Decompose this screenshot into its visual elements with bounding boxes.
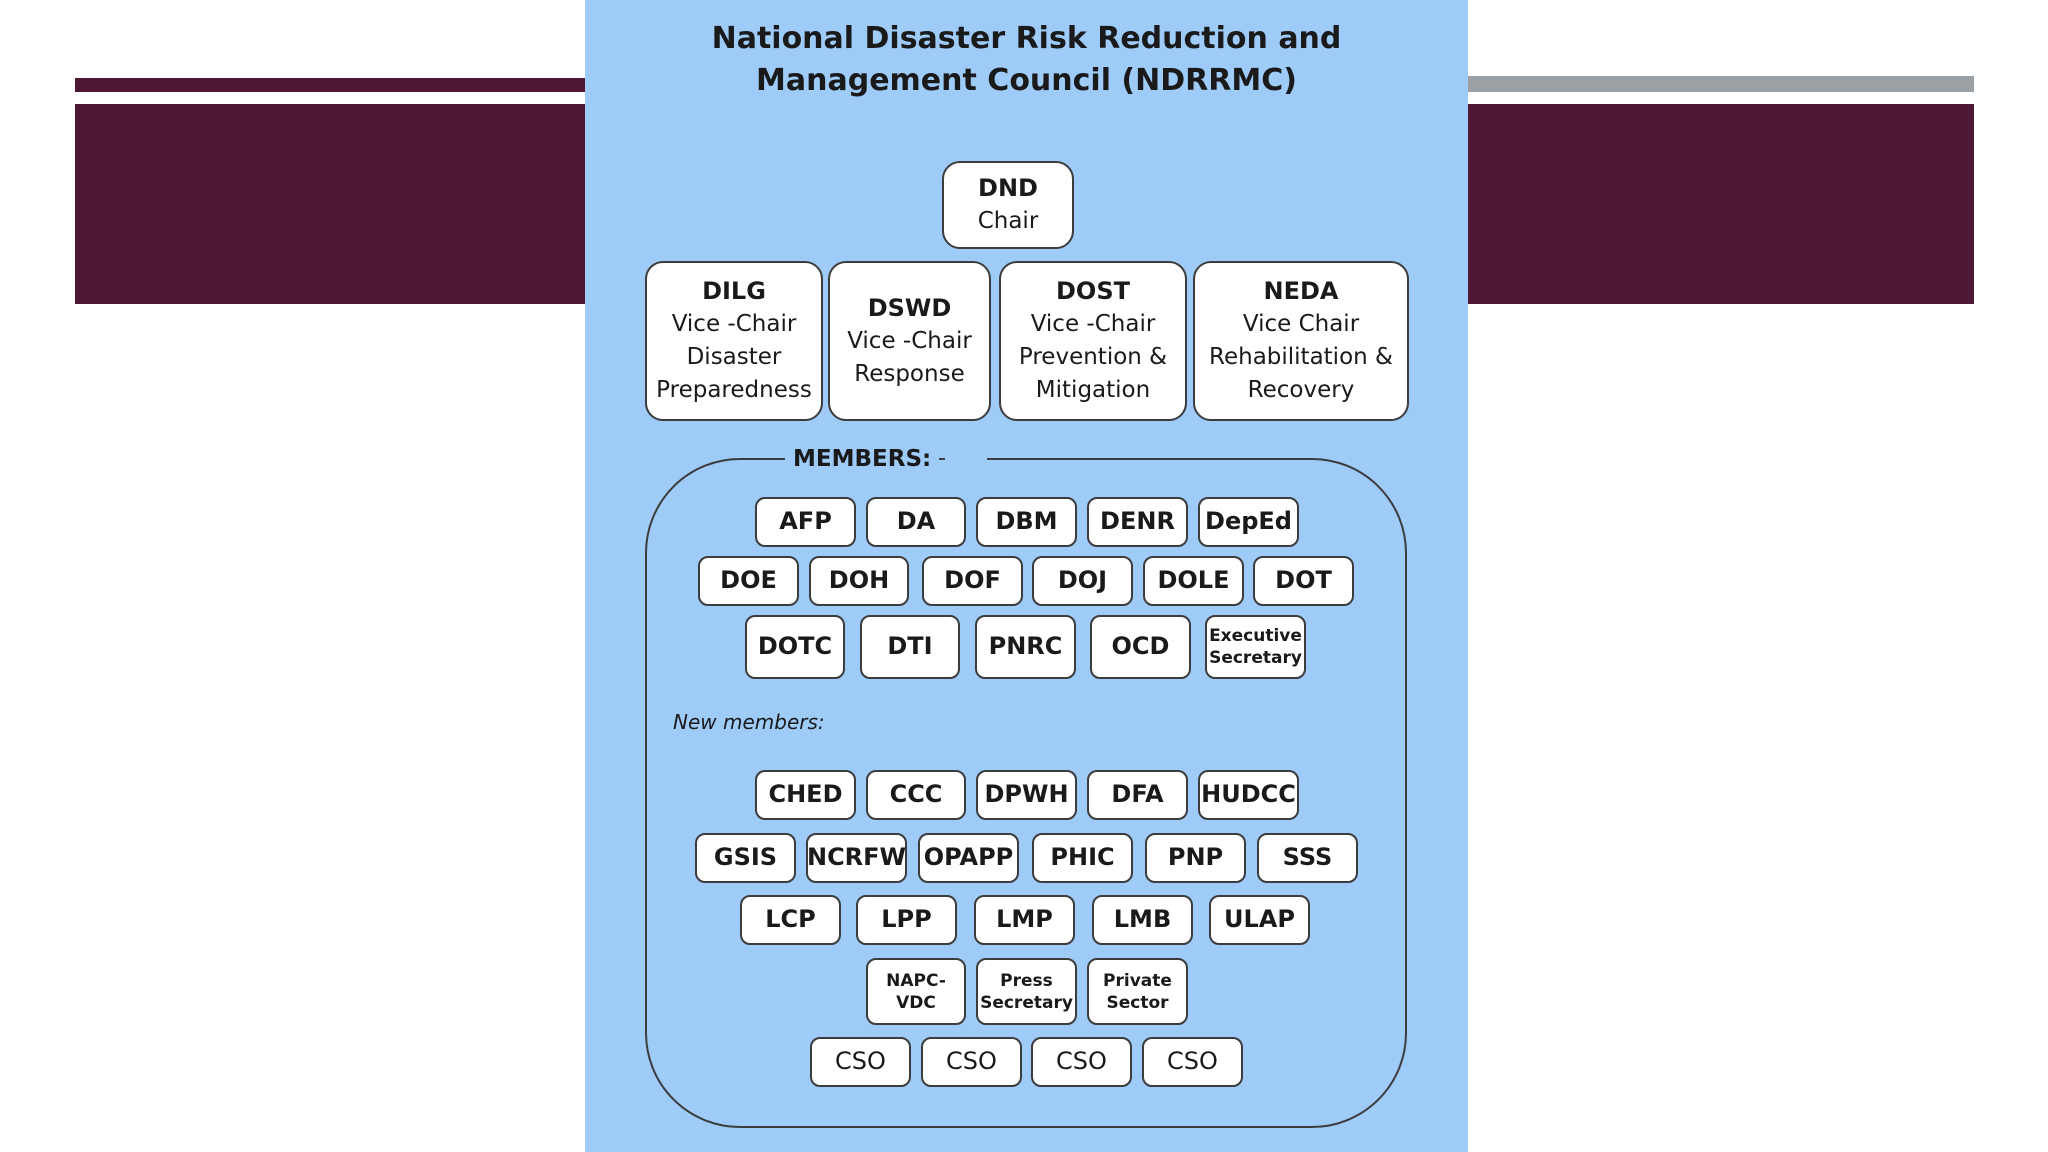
new-member-box-gsis: GSIS (695, 833, 796, 883)
new-member-box-phic: PHIC (1032, 833, 1133, 883)
new-member-box-pnp: PNP (1145, 833, 1246, 883)
new-member-box-sss: SSS (1257, 833, 1358, 883)
vice-chair-role: Vice -Chair Prevention & Mitigation (1018, 311, 1168, 403)
new-member-box-ulap: ULAP (1209, 895, 1310, 945)
new-member-box-ncrfw: NCRFW (806, 833, 907, 883)
member-box-executive-secretary: Executive Secretary (1205, 615, 1306, 679)
new-member-box-hudcc: HUDCC (1198, 770, 1299, 820)
member-box-deped: DepEd (1198, 497, 1299, 547)
member-box-dti: DTI (860, 615, 960, 679)
new-member-box-lcp: LCP (740, 895, 841, 945)
vice-chair-role: Vice -Chair Disaster Preparedness (656, 311, 812, 403)
header-stripe-left (75, 78, 585, 92)
member-box-afp: AFP (755, 497, 856, 547)
new-member-box-lpp: LPP (856, 895, 957, 945)
new-member-box-dfa: DFA (1087, 770, 1188, 820)
new-member-box-cso: CSO (1031, 1037, 1132, 1087)
new-member-box-cso: CSO (921, 1037, 1022, 1087)
member-box-dole: DOLE (1143, 556, 1244, 606)
member-box-doj: DOJ (1032, 556, 1133, 606)
chart-title-line: National Disaster Risk Reduction and (711, 21, 1342, 56)
chair-box: DND Chair (942, 161, 1074, 249)
header-band-left (75, 104, 585, 304)
vice-chair-abbr: DSWD (867, 293, 952, 322)
new-member-box-napc-vdc: NAPC- VDC (866, 958, 966, 1025)
member-box-ocd: OCD (1090, 615, 1191, 679)
members-frame (645, 458, 1407, 1128)
vice-chair-abbr: DILG (702, 277, 766, 305)
vice-chair-role: Vice Chair Rehabilitation & Recovery (1209, 311, 1393, 403)
org-chart-panel: National Disaster Risk Reduction and Man… (585, 0, 1468, 1152)
member-box-doh: DOH (809, 556, 909, 606)
member-box-dbm: DBM (976, 497, 1077, 547)
new-member-box-lmp: LMP (974, 895, 1075, 945)
member-box-dot: DOT (1253, 556, 1354, 606)
new-member-box-ched: CHED (755, 770, 856, 820)
new-members-label: New members: (673, 710, 825, 734)
new-member-box-private-sector: Private Sector (1087, 958, 1188, 1025)
vice-chair-box-dilg: DILG Vice -Chair Disaster Preparedness (645, 261, 823, 421)
members-label: MEMBERS: (785, 444, 940, 474)
member-box-dof: DOF (922, 556, 1023, 606)
header-stripe-right (1468, 76, 1974, 92)
vice-chair-abbr: NEDA (1263, 277, 1339, 305)
chart-title-line: Management Council (NDRRMC) (756, 63, 1297, 98)
new-member-box-cso: CSO (810, 1037, 911, 1087)
new-member-box-cso: CSO (1142, 1037, 1243, 1087)
new-member-box-dpwh: DPWH (976, 770, 1077, 820)
new-member-box-opapp: OPAPP (918, 833, 1019, 883)
vice-chair-box-dswd: DSWD Vice -Chair Response (828, 261, 991, 421)
vice-chair-box-dost: DOST Vice -Chair Prevention & Mitigation (999, 261, 1187, 421)
chart-title: National Disaster Risk Reduction and Man… (585, 18, 1468, 102)
new-member-box-lmb: LMB (1092, 895, 1193, 945)
chair-role: Chair (977, 208, 1039, 234)
new-member-box-press-secretary: Press Secretary (976, 958, 1077, 1025)
members-frame-gap (945, 450, 987, 466)
member-box-pnrc: PNRC (975, 615, 1076, 679)
vice-chair-role: Vice -Chair Response (847, 327, 972, 387)
member-box-dotc: DOTC (745, 615, 845, 679)
header-band-right (1468, 104, 1974, 304)
chair-abbr: DND (978, 174, 1038, 202)
member-box-da: DA (866, 497, 966, 547)
vice-chair-box-neda: NEDA Vice Chair Rehabilitation & Recover… (1193, 261, 1409, 421)
member-box-denr: DENR (1087, 497, 1188, 547)
new-member-box-ccc: CCC (866, 770, 966, 820)
member-box-doe: DOE (698, 556, 799, 606)
vice-chair-abbr: DOST (1056, 277, 1130, 305)
